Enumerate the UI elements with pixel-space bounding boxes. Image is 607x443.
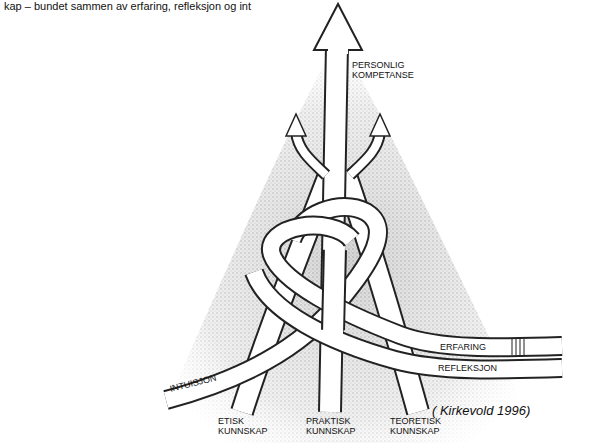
band-label: ERFARING [440, 342, 500, 352]
strand-label: ETISK KUNNSKAP [218, 416, 270, 437]
band-label: REFLEKSJON [438, 363, 502, 373]
outcome-label: PERSONLIG KOMPETANSE [352, 60, 424, 81]
caption: ( Kirkevold 1996) [432, 404, 552, 419]
cropped-text-line: kap – bundet sammen av erfaring, refleks… [4, 0, 324, 13]
strand-label: PRAKTISK KUNNSKAP [306, 416, 358, 437]
strand-label: TEORETISK KUNNSKAP [390, 416, 446, 437]
